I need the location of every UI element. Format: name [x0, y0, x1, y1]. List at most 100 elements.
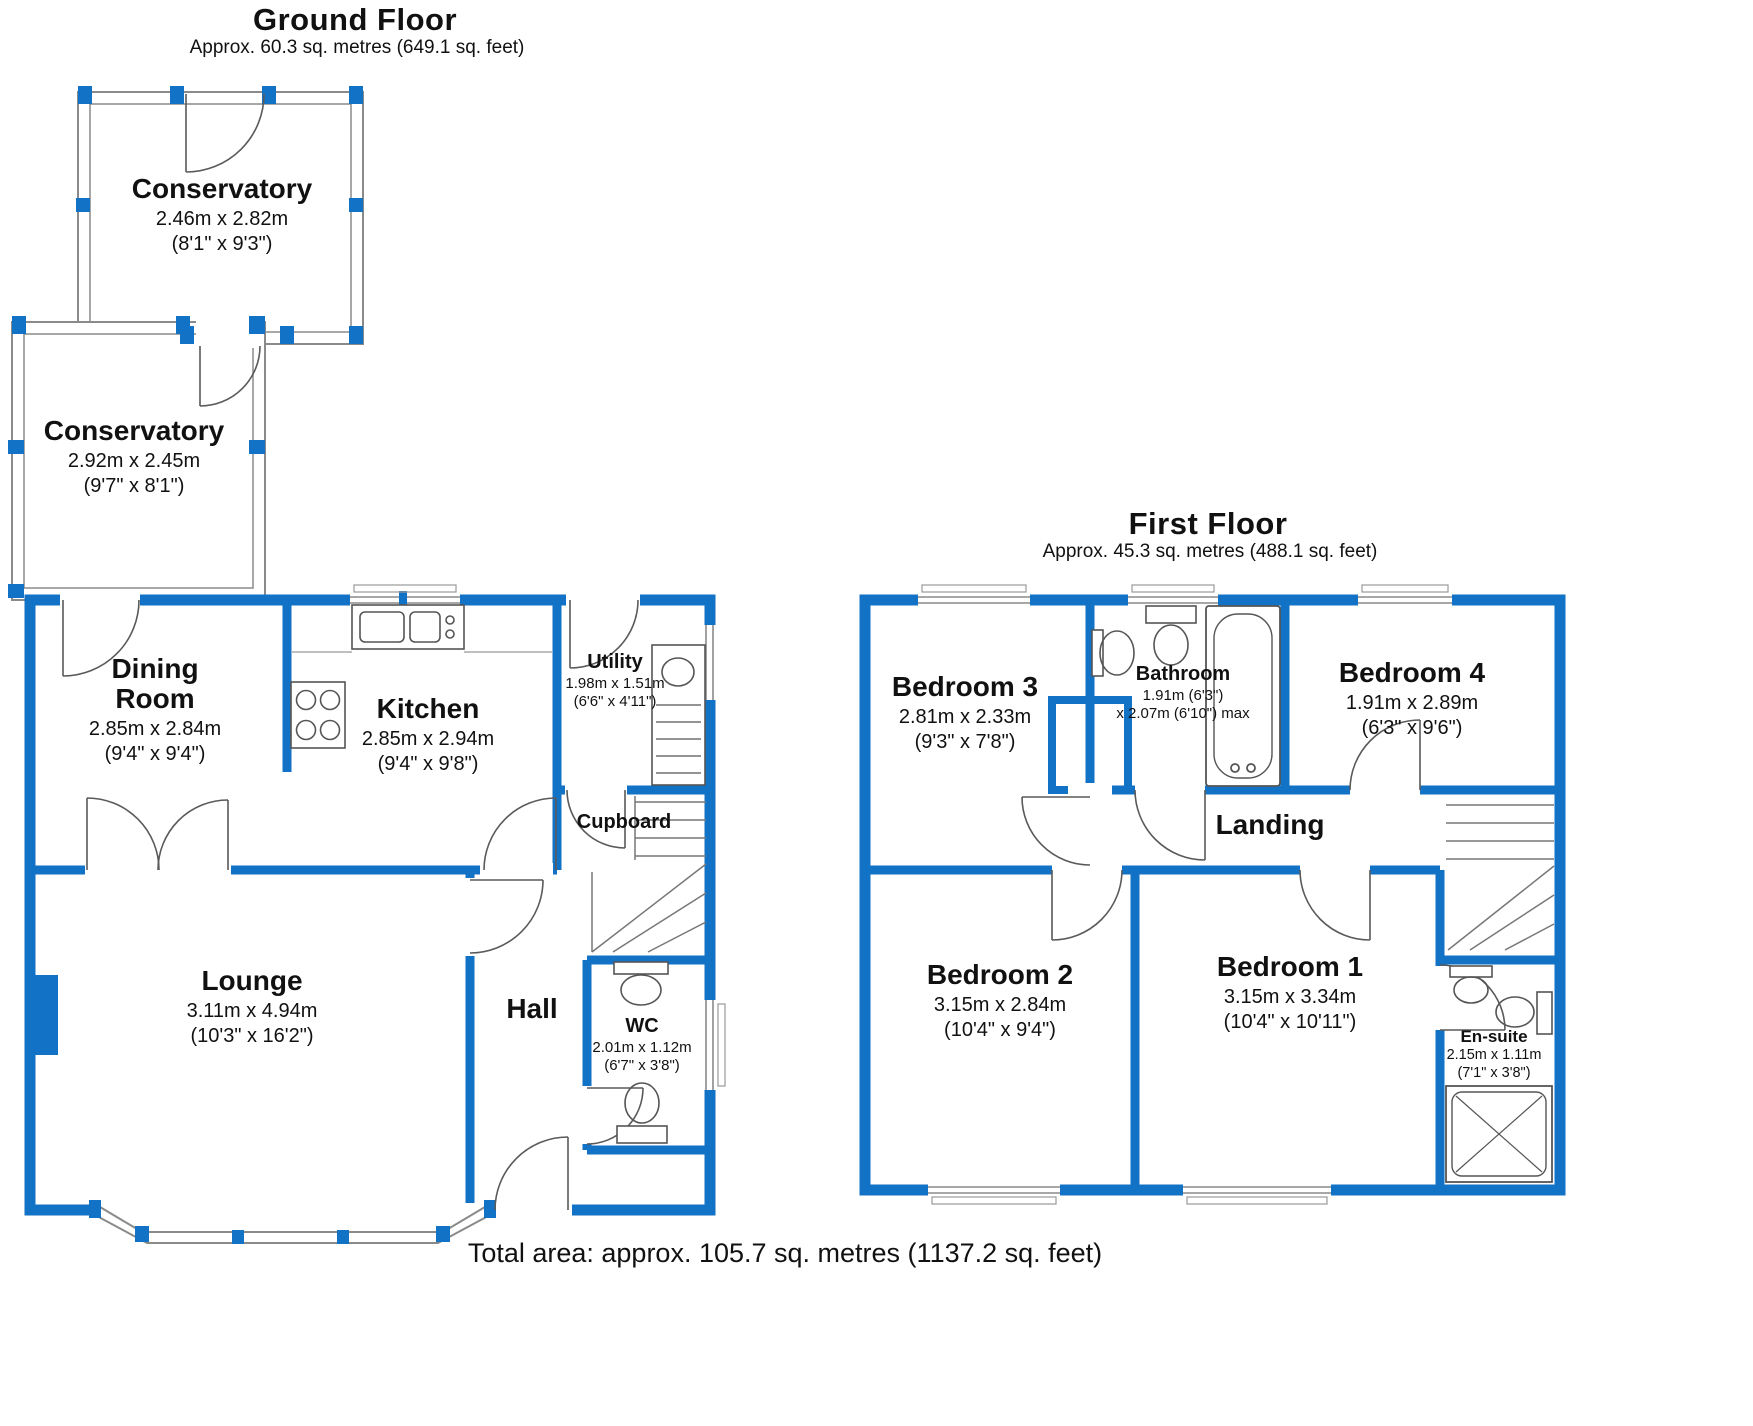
bathroom-toilet-icon	[1145, 605, 1197, 666]
room-dim-metric: 1.98m x 1.51m	[565, 674, 665, 692]
room-dim-imperial: x 2.07m (6'10") max	[1116, 705, 1250, 723]
wc-window-sill	[717, 1003, 726, 1087]
conservatory-junction-door-arc	[199, 345, 261, 407]
first-floor-window-sills	[921, 584, 1449, 1205]
conservatory-frame-posts	[8, 86, 363, 598]
room-name: Bedroom 4	[1338, 657, 1486, 688]
ensuite-sink-icon	[1449, 965, 1493, 1004]
room-label-lounge: Lounge 3.11m x 4.94m (10'3" x 16'2")	[186, 965, 318, 1048]
room-dim-metric: 2.85m x 2.94m	[361, 728, 495, 751]
room-name: Landing	[1215, 809, 1325, 840]
first-floor-door-arcs	[1021, 719, 1506, 1031]
bedroom3-door-arc	[1021, 796, 1091, 866]
lounge-hall-door-arc	[469, 879, 544, 954]
room-dim-imperial: (10'4" x 9'4")	[944, 1018, 1056, 1041]
room-name: Bathroom	[1135, 663, 1231, 685]
room-label-bedroom2: Bedroom 2 3.15m x 2.84m (10'4" x 9'4")	[926, 959, 1074, 1042]
french-door-left-arc	[86, 797, 160, 871]
room-label-bedroom3: Bedroom 3 2.81m x 2.33m (9'3" x 7'8")	[891, 671, 1039, 754]
room-dim-metric: 2.15m x 1.11m	[1446, 1047, 1542, 1064]
ground-floor-door-arcs	[62, 93, 644, 1211]
dining-conservatory-door-arc	[62, 599, 140, 677]
room-label-bathroom: Bathroom 1.91m (6'3") x 2.07m (6'10") ma…	[1116, 663, 1250, 724]
room-dim-metric: 2.85m x 2.84m	[88, 718, 222, 741]
room-dim-imperial: (6'6" x 4'11")	[573, 693, 657, 711]
french-door-right-arc	[157, 799, 229, 871]
room-dim-imperial: (9'7" x 8'1")	[83, 474, 185, 497]
room-label-utility: Utility 1.98m x 1.51m (6'6" x 4'11")	[565, 651, 665, 712]
room-name: Bedroom 2	[926, 959, 1074, 990]
room-dim-metric: 2.46m x 2.82m	[155, 208, 289, 231]
room-label-hall: Hall	[506, 993, 558, 1027]
shower-icon	[1445, 1085, 1553, 1183]
cupboard-door-arc	[566, 789, 626, 849]
room-label-bedroom1: Bedroom 1 3.15m x 3.34m (10'4" x 10'11")	[1216, 951, 1364, 1034]
room-dim-imperial: (10'3" x 16'2")	[190, 1024, 314, 1047]
room-dim-metric: 2.92m x 2.45m	[67, 450, 201, 473]
room-label-kitchen: Kitchen 2.85m x 2.94m (9'4" x 9'8")	[361, 693, 495, 776]
first-floor-windows	[918, 596, 1452, 1194]
chimney-breast	[30, 975, 58, 1055]
room-dim-imperial: (9'4" x 9'8")	[377, 752, 479, 775]
room-label-dining-room: Dining Room 2.85m x 2.84m (9'4" x 9'4")	[88, 653, 223, 766]
room-dim-metric: 1.91m (6'3")	[1142, 686, 1224, 704]
room-dim-imperial: (9'4" x 9'4")	[104, 742, 206, 765]
room-name: Dining Room	[111, 653, 199, 715]
ground-floor-subtitle: Approx. 60.3 sq. metres (649.1 sq. feet)	[189, 37, 525, 58]
room-dim-imperial: (8'1" x 9'3")	[171, 232, 273, 255]
room-name: Conservatory	[43, 415, 225, 446]
ground-stairs-icon	[591, 796, 707, 953]
room-label-cupboard: Cupboard	[576, 811, 672, 835]
first-floor-title: First Floor	[1128, 506, 1288, 541]
kitchen-hall-door-arc	[483, 797, 557, 871]
wc-sink-icon	[613, 961, 669, 1006]
bath-icon	[1205, 605, 1281, 787]
conservatory-entry-door-arc	[185, 93, 265, 173]
room-dim-imperial: (7'1" x 3'8")	[1457, 1064, 1531, 1081]
first-floor-subtitle: Approx. 45.3 sq. metres (488.1 sq. feet)	[1042, 541, 1378, 562]
bedroom2-door-arc	[1051, 869, 1123, 941]
room-name: Bedroom 3	[891, 671, 1039, 702]
room-name: Bedroom 1	[1216, 951, 1364, 982]
room-name: En-suite	[1460, 1027, 1528, 1046]
utility-sink-icon	[651, 644, 706, 786]
room-name: Lounge	[201, 965, 303, 996]
kitchen-window-sill	[353, 584, 457, 593]
room-dim-imperial: (6'3" x 9'6")	[1361, 716, 1463, 739]
room-dim-metric: 3.11m x 4.94m	[186, 1000, 318, 1023]
wc-toilet-icon	[616, 1082, 668, 1144]
conservatory-side-structure	[11, 321, 266, 601]
first-floor-stairs-icon	[1446, 804, 1555, 951]
room-label-landing: Landing	[1215, 809, 1325, 843]
ensuite-toilet-icon	[1495, 991, 1553, 1035]
bay-window	[89, 1200, 496, 1244]
bathroom-sink-icon	[1091, 629, 1135, 677]
room-label-conservatory-top: Conservatory 2.46m x 2.82m (8'1" x 9'3")	[131, 173, 313, 256]
room-name: Hall	[506, 993, 558, 1024]
room-label-conservatory-side: Conservatory 2.92m x 2.45m (9'7" x 8'1")	[43, 415, 225, 498]
room-name: Utility	[587, 651, 643, 673]
bedroom4-door-arc	[1349, 719, 1421, 791]
room-dim-metric: 3.15m x 3.34m	[1223, 986, 1357, 1009]
room-dim-metric: 2.81m x 2.33m	[898, 706, 1032, 729]
room-label-bedroom4: Bedroom 4 1.91m x 2.89m (6'3" x 9'6")	[1338, 657, 1486, 740]
utility-door-arc	[569, 599, 639, 669]
bathroom-door-arc	[1134, 789, 1206, 861]
room-dim-imperial: (9'3" x 7'8")	[914, 730, 1016, 753]
room-name: Cupboard	[576, 811, 672, 833]
kitchen-sink-icon	[351, 604, 465, 650]
room-name: Conservatory	[131, 173, 313, 204]
room-label-wc: WC 2.01m x 1.12m (6'7" x 3'8")	[592, 1015, 691, 1076]
front-door-arc	[494, 1136, 569, 1211]
hob-icon	[290, 681, 346, 749]
room-dim-metric: 3.15m x 2.84m	[933, 994, 1067, 1017]
kitchen-window-mullion	[399, 591, 407, 609]
conservatory-top-structure	[77, 91, 364, 345]
total-area-label: Total area: approx. 105.7 sq. metres (11…	[467, 1238, 1103, 1268]
room-dim-imperial: (10'4" x 10'11")	[1223, 1010, 1357, 1033]
room-dim-metric: 1.91m x 2.89m	[1345, 692, 1479, 715]
room-name: WC	[625, 1015, 659, 1037]
ground-floor-title: Ground Floor	[252, 2, 458, 37]
